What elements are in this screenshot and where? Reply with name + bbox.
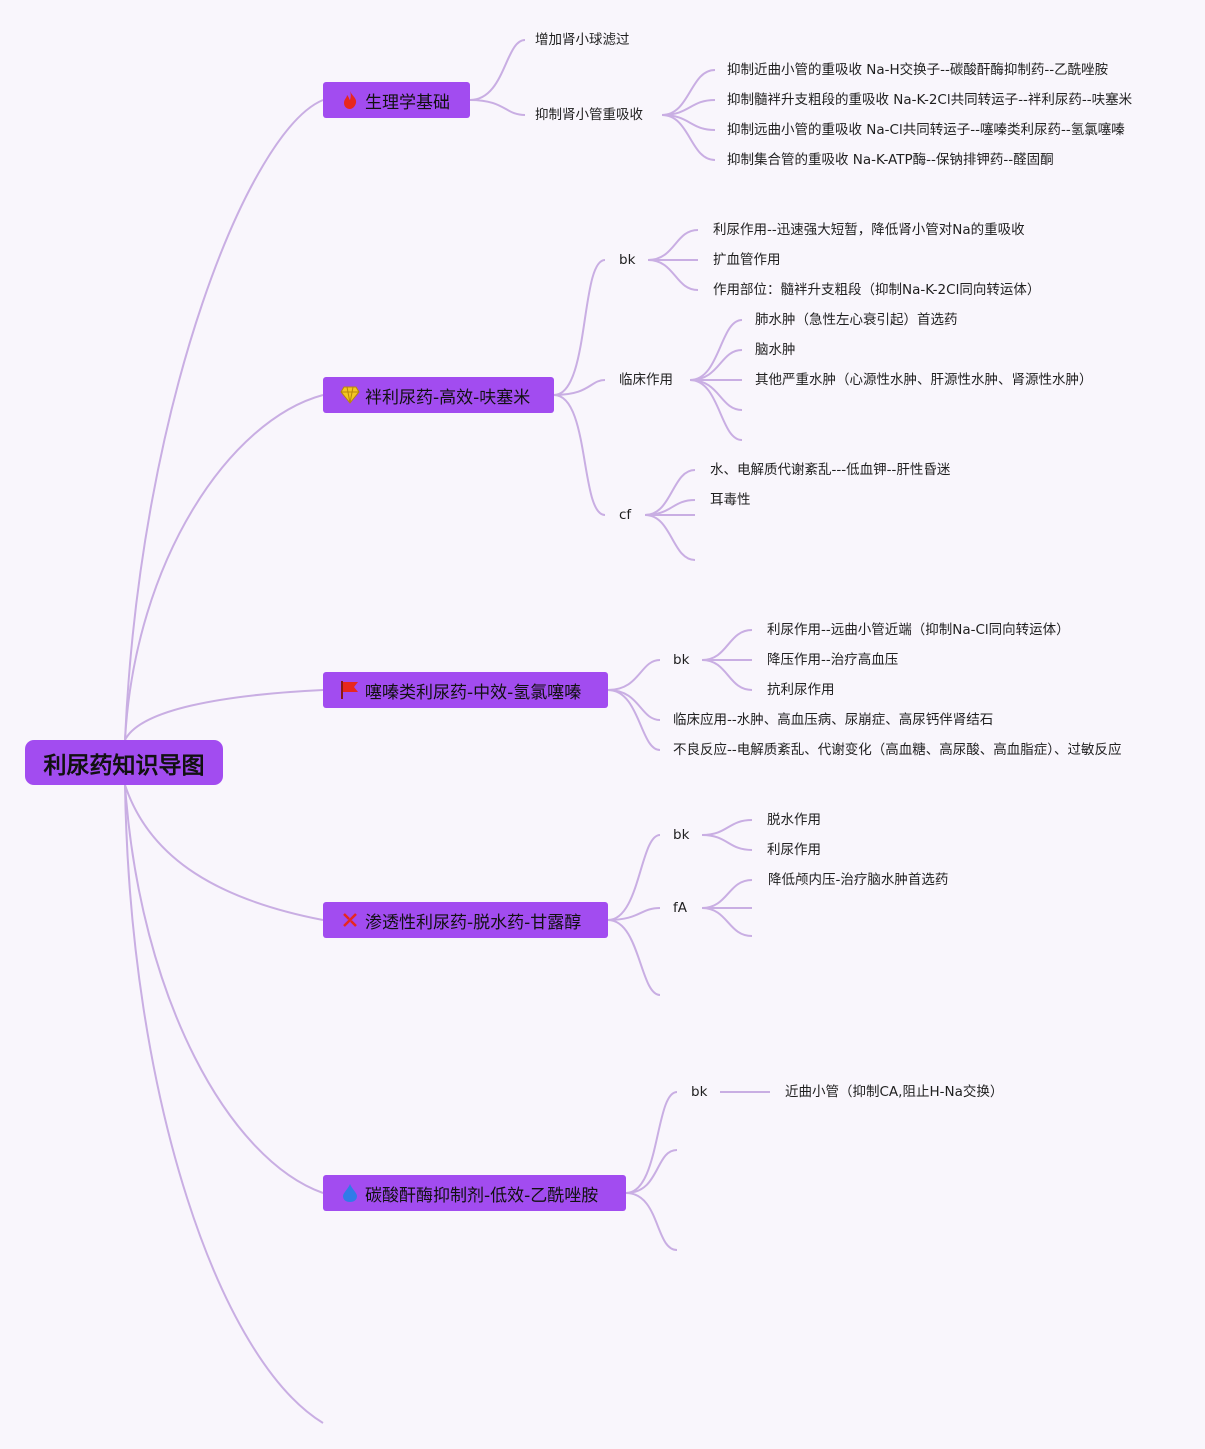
leaf-label[interactable]: 其他严重水肿（心源性水肿、肝源性水肿、肾源性水肿） [755, 372, 1093, 388]
leaf-label[interactable]: 脑水肿 [755, 342, 796, 358]
branch-node-thiazides[interactable]: 噻嗪类利尿药-中效-氢氯噻嗪 [323, 672, 608, 708]
flag-icon [339, 679, 361, 701]
node-label[interactable]: 增加肾小球滤过 [535, 32, 630, 48]
branch-label: 袢利尿药-高效-呋塞米 [365, 387, 531, 408]
leaf-label[interactable]: 利尿作用--迅速强大短暂，降低肾小管对Na的重吸收 [713, 222, 1025, 238]
leaf-label[interactable]: 抑制集合管的重吸收 Na-K-ATP酶--保钠排钾药--醛固酮 [727, 152, 1054, 168]
fire-icon [339, 89, 361, 111]
tools-icon [339, 909, 361, 931]
node-label[interactable]: 临床作用 [619, 372, 673, 388]
leaf-label[interactable]: 近曲小管（抑制CA,阻止H-Na交换） [785, 1084, 1004, 1100]
leaf-label[interactable]: 耳毒性 [710, 492, 751, 508]
root-node[interactable]: 利尿药知识导图 [25, 740, 223, 785]
node-label[interactable]: bk [673, 652, 690, 668]
leaf-label[interactable]: 利尿作用--远曲小管近端（抑制Na-Cl同向转运体） [767, 622, 1070, 638]
node-label[interactable]: cf [619, 507, 632, 523]
branch-node-loop-diuretics[interactable]: 袢利尿药-高效-呋塞米 [323, 377, 554, 413]
node-label[interactable]: 临床应用--水肿、高血压病、尿崩症、高尿钙伴肾结石 [673, 712, 994, 728]
leaf-label[interactable]: 肺水肿（急性左心衰引起）首选药 [755, 312, 958, 328]
branch-node-carbonic-anhydrase[interactable]: 碳酸酐酶抑制剂-低效-乙酰唑胺 [323, 1175, 626, 1211]
leaf-label[interactable]: 抑制远曲小管的重吸收 Na-Cl共同转运子--噻嗪类利尿药--氢氯噻嗪 [727, 122, 1125, 138]
leaf-label[interactable]: 抑制近曲小管的重吸收 Na-H交换子--碳酸酐酶抑制药--乙酰唑胺 [727, 62, 1109, 78]
leaf-label[interactable]: 降压作用--治疗高血压 [767, 652, 899, 668]
branch-node-osmotic[interactable]: 渗透性利尿药-脱水药-甘露醇 [323, 902, 608, 938]
leaf-label[interactable]: 作用部位：髓袢升支粗段（抑制Na-K-2Cl同向转运体） [713, 282, 1041, 298]
leaf-label[interactable]: 抑制髓袢升支粗段的重吸收 Na-K-2Cl共同转运子--袢利尿药--呋塞米 [727, 92, 1133, 108]
node-label[interactable]: bk [619, 252, 636, 268]
leaf-label[interactable]: 脱水作用 [767, 812, 821, 828]
leaf-label[interactable]: 抗利尿作用 [767, 682, 835, 698]
branch-label: 生理学基础 [365, 92, 450, 113]
leaf-label[interactable]: 降低颅内压-治疗脑水肿首选药 [768, 872, 949, 888]
node-label[interactable]: 抑制肾小管重吸收 [535, 107, 643, 123]
branch-label: 碳酸酐酶抑制剂-低效-乙酰唑胺 [365, 1185, 599, 1206]
diamond-icon [339, 384, 361, 406]
node-label[interactable]: 不良反应--电解质紊乱、代谢变化（高血糖、高尿酸、高血脂症）、过敏反应 [673, 742, 1122, 758]
branch-label: 噻嗪类利尿药-中效-氢氯噻嗪 [365, 682, 582, 703]
leaf-label[interactable]: 利尿作用 [767, 842, 821, 858]
branch-node-physiology[interactable]: 生理学基础 [323, 82, 470, 118]
node-label[interactable]: bk [691, 1084, 708, 1100]
leaf-label[interactable]: 扩血管作用 [713, 252, 781, 268]
root-label: 利尿药知识导图 [43, 752, 205, 779]
node-label[interactable]: fA [673, 900, 687, 916]
node-label[interactable]: bk [673, 827, 690, 843]
leaf-label[interactable]: 水、电解质代谢紊乱---低血钾--肝性昏迷 [710, 462, 951, 478]
drop-icon [339, 1182, 361, 1204]
branch-label: 渗透性利尿药-脱水药-甘露醇 [365, 912, 582, 933]
